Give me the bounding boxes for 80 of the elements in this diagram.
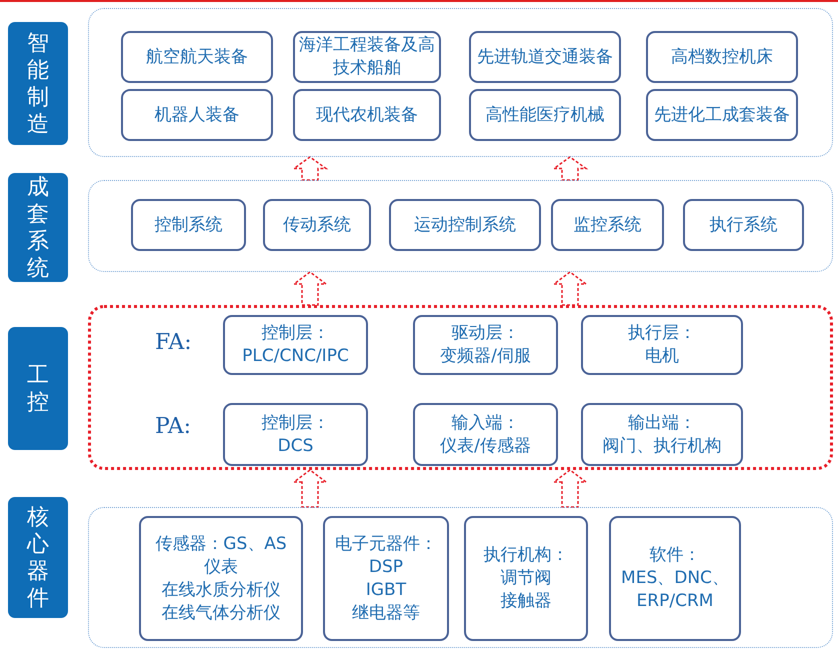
- block-arrow: [552, 271, 588, 306]
- row-label: PA:: [155, 414, 192, 439]
- box-text: 电机: [645, 345, 679, 368]
- block-arrow: [292, 156, 328, 181]
- box-text: 控制系统: [154, 214, 222, 236]
- layer-name: 核心器件: [26, 504, 50, 612]
- box-heading: 软件：: [650, 544, 700, 567]
- item-box: [683, 199, 804, 251]
- item-box: [646, 31, 798, 83]
- box-text: MES、DNC、ERP/CRM: [620, 567, 730, 613]
- box-text: 接触器: [500, 590, 552, 613]
- item-box: [139, 516, 303, 641]
- box-text: 高性能医疗机械: [486, 104, 604, 126]
- box-text: DCS: [278, 434, 314, 458]
- layer-label: [8, 497, 68, 618]
- box-text: 先进轨道交通装备: [477, 46, 613, 68]
- item-box: [389, 199, 541, 251]
- box-heading: 执行层：: [628, 322, 696, 345]
- box-heading: 电子元器件：: [335, 532, 437, 556]
- item-box: [581, 315, 743, 375]
- box-heading: 执行机构：: [484, 544, 568, 567]
- item-box: [413, 403, 558, 466]
- box-text: 先进化工成套装备: [654, 104, 790, 126]
- item-box: [223, 315, 368, 375]
- box-text: 变频器/伺服: [440, 345, 531, 368]
- item-box: [609, 516, 741, 641]
- box-heading: 控制层：: [262, 412, 330, 434]
- row-label: FA:: [155, 330, 192, 355]
- item-box: [263, 199, 371, 251]
- item-box: [293, 89, 441, 141]
- item-box: [121, 89, 273, 141]
- box-heading: 传感器：GS、AS: [155, 532, 287, 556]
- box-heading: 驱动层：: [452, 322, 520, 345]
- layer-panel: [88, 305, 833, 470]
- box-text: 高档数控机床: [671, 46, 773, 68]
- item-box: [323, 516, 449, 641]
- item-box: [131, 199, 246, 251]
- box-text: 运动控制系统: [414, 214, 516, 236]
- box-heading: 控制层：: [262, 322, 330, 345]
- item-box: [551, 199, 664, 251]
- layer-name: 智能制造: [26, 30, 50, 138]
- layer-name: 工控: [26, 362, 50, 416]
- item-box: [464, 516, 588, 641]
- layer-label: [8, 327, 68, 450]
- item-box: [469, 31, 621, 83]
- box-text: 仪表/传感器: [440, 434, 531, 458]
- box-text: 现代农机装备: [316, 104, 418, 126]
- box-text: PLC/CNC/IPC: [242, 345, 349, 368]
- item-box: [121, 31, 273, 83]
- box-text: 继电器等: [352, 602, 420, 624]
- box-text: 传动系统: [283, 214, 351, 236]
- box-text: 海洋工程装备及高技术船舶: [298, 34, 436, 80]
- layer-panel: [88, 180, 833, 272]
- box-text: 在线气体分析仪: [162, 602, 280, 624]
- item-box: [413, 315, 558, 375]
- item-box: [469, 89, 621, 141]
- layer-panel: [88, 8, 833, 157]
- box-heading: 输入端：: [452, 412, 520, 434]
- box-text: 仪表: [204, 556, 238, 578]
- box-text: DSP: [368, 556, 404, 578]
- layer-label: [8, 22, 68, 145]
- box-text: 调节阀: [500, 567, 552, 590]
- layer-name: 成套系统: [26, 174, 50, 282]
- item-box: [223, 403, 368, 466]
- block-arrow: [552, 469, 588, 508]
- item-box: [581, 403, 743, 466]
- item-box: [646, 89, 798, 141]
- box-text: 航空航天装备: [146, 46, 248, 68]
- box-text: IGBT: [366, 578, 406, 602]
- layer-label: [8, 173, 68, 282]
- block-arrow: [552, 156, 588, 181]
- box-text: 监控系统: [574, 214, 642, 236]
- box-text: 执行系统: [710, 214, 778, 236]
- layer-panel: [88, 507, 833, 648]
- block-arrow: [292, 469, 328, 508]
- box-text: 阀门、执行机构: [602, 434, 722, 458]
- box-text: 在线水质分析仪: [162, 578, 280, 602]
- box-heading: 输出端：: [628, 412, 696, 434]
- box-text: 机器人装备: [154, 104, 240, 126]
- block-arrow: [292, 271, 328, 306]
